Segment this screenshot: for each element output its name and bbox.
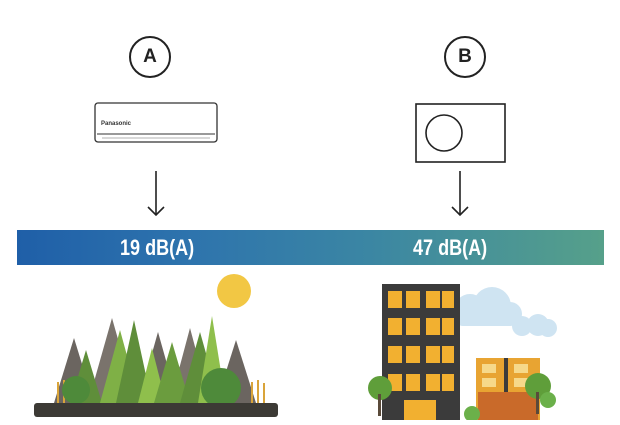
noise-level-bar: 19 dB(A) 47 dB(A) <box>17 230 604 265</box>
fan-unit-icon <box>415 103 506 164</box>
noise-level-a: 19 dB(A) <box>120 235 195 260</box>
sun-icon <box>217 274 251 308</box>
arrow-down-icon <box>449 170 471 218</box>
air-conditioner-icon: Panasonic <box>94 102 218 144</box>
brand-label: Panasonic <box>101 121 132 127</box>
badge-b: B <box>444 36 486 78</box>
noise-level-b: 47 dB(A) <box>413 235 488 260</box>
city-scene <box>360 280 560 422</box>
badge-a: A <box>129 36 171 78</box>
forest-scene <box>30 270 282 420</box>
arrow-down-icon <box>145 170 167 218</box>
cloud-icon <box>454 287 557 337</box>
